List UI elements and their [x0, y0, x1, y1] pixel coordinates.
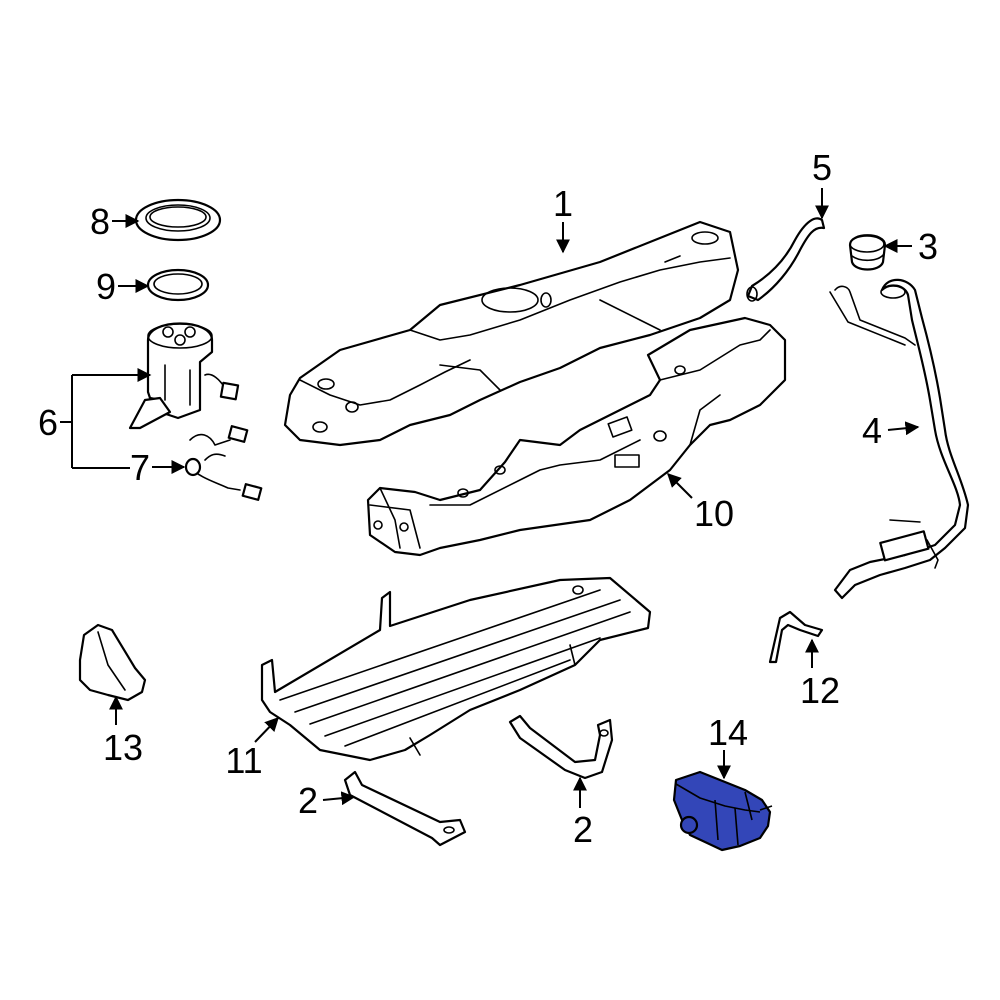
- pump-wiring-harness[interactable]: [184, 425, 263, 501]
- callout-4: 4: [862, 410, 920, 451]
- callout-label-2a: 2: [298, 780, 318, 821]
- callout-2-right: 2: [573, 776, 593, 850]
- callout-2-left: 2: [298, 780, 356, 821]
- callout-label-10: 10: [694, 493, 734, 534]
- callout-label-4: 4: [862, 410, 882, 451]
- vent-hose[interactable]: [746, 217, 826, 302]
- shield-bracket[interactable]: [78, 623, 147, 702]
- callout-label-1: 1: [553, 183, 573, 224]
- filler-pipe[interactable]: [829, 278, 970, 600]
- callout-label-5: 5: [812, 147, 832, 188]
- callout-label-11: 11: [225, 740, 262, 781]
- vapor-canister[interactable]: [672, 770, 773, 852]
- callout-label-12: 12: [800, 670, 840, 711]
- callout-label-3: 3: [918, 226, 938, 267]
- callout-3: 3: [883, 226, 938, 267]
- callout-5: 5: [812, 147, 832, 220]
- pipe-bracket[interactable]: [768, 610, 824, 664]
- callout-label-6: 6: [38, 402, 58, 443]
- callout-label-2b: 2: [573, 809, 593, 850]
- callout-10: 10: [667, 473, 734, 534]
- heat-shield[interactable]: [366, 316, 787, 557]
- callout-1: 1: [553, 183, 573, 254]
- callout-label-7: 7: [130, 447, 150, 488]
- callout-8: 8: [90, 201, 140, 242]
- callout-13: 13: [103, 695, 143, 768]
- callout-7: 7: [130, 447, 186, 488]
- callout-6: 6: [38, 368, 152, 469]
- callout-label-14: 14: [708, 712, 748, 753]
- skid-plate[interactable]: [260, 576, 652, 762]
- callout-label-8: 8: [90, 201, 110, 242]
- filler-cap[interactable]: [848, 234, 887, 271]
- callout-12: 12: [800, 638, 840, 711]
- tank-strap-right[interactable]: [508, 714, 614, 780]
- fuel-pump-assembly[interactable]: [128, 322, 240, 430]
- callout-9: 9: [96, 266, 150, 307]
- callout-label-13: 13: [103, 727, 143, 768]
- callout-14: 14: [708, 712, 748, 780]
- callout-11: 11: [225, 716, 279, 781]
- tank-strap-left[interactable]: [343, 770, 467, 847]
- callout-label-9: 9: [96, 266, 116, 307]
- fuel-tank[interactable]: [283, 220, 740, 447]
- pump-seal[interactable]: [146, 268, 210, 302]
- lock-ring[interactable]: [134, 198, 222, 242]
